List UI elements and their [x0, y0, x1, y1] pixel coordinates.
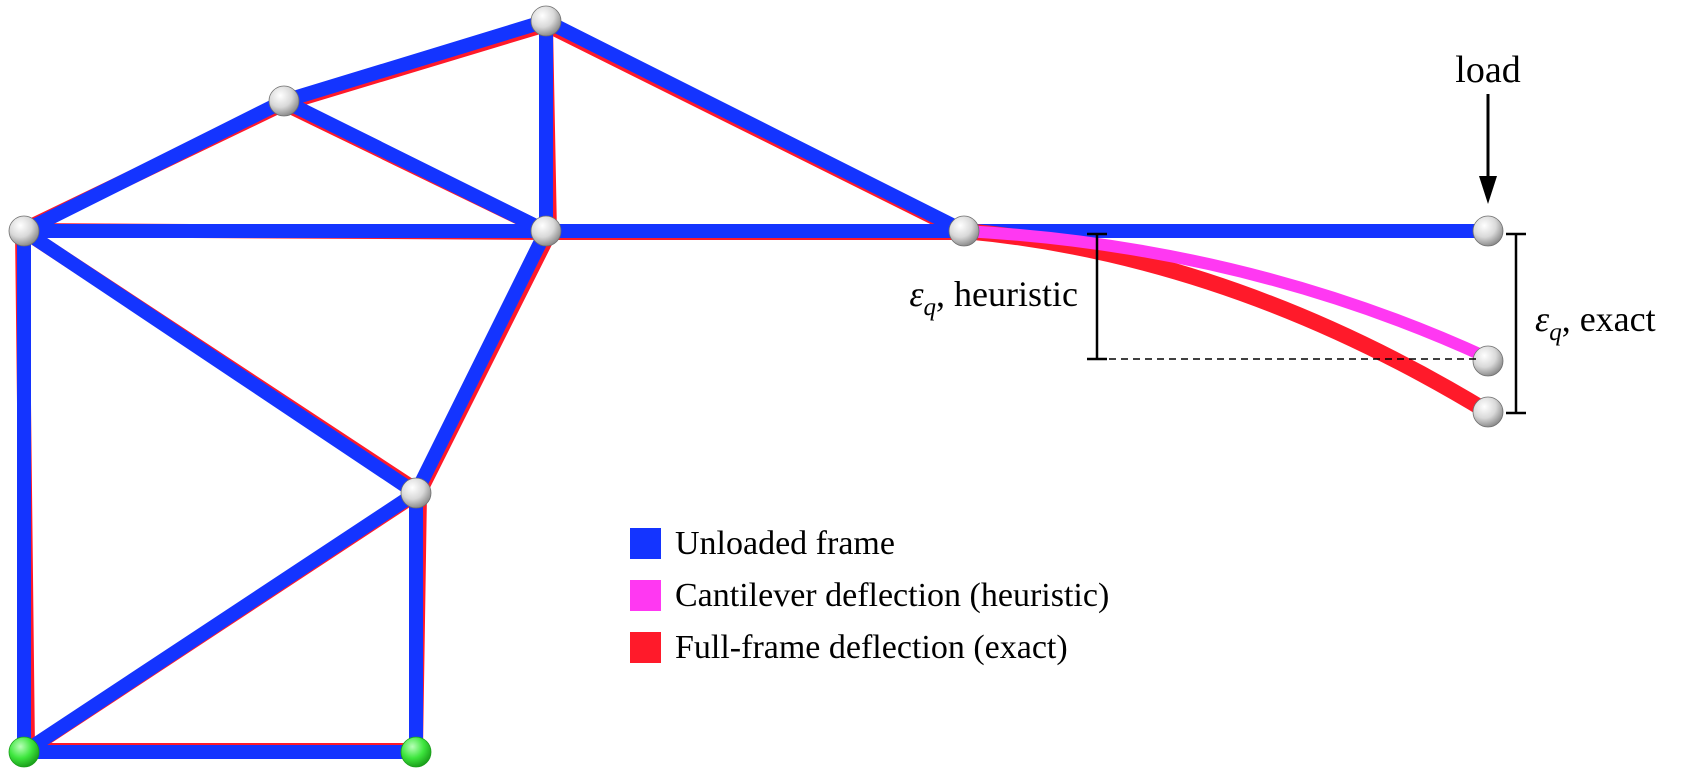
legend-swatch-unloaded — [630, 528, 661, 559]
load-label: load — [1455, 49, 1520, 91]
support-node-icon — [400, 736, 432, 768]
arrow-down-icon — [1479, 94, 1497, 204]
sphere-icon — [530, 215, 562, 247]
heuristic-dimension — [1087, 232, 1480, 361]
unloaded-member — [409, 224, 553, 500]
unloaded-member — [539, 14, 971, 238]
sphere-icon — [948, 215, 980, 247]
support-node-icon — [8, 736, 40, 768]
unloaded-member — [277, 94, 553, 238]
sphere-icon — [400, 477, 432, 509]
legend-swatch-exact — [630, 632, 661, 663]
sphere-icon — [1472, 215, 1504, 247]
frame-nodes — [8, 5, 1504, 768]
sphere-icon — [1472, 345, 1504, 377]
heuristic-deflection-curve — [958, 225, 1494, 364]
legend-label-unloaded: Unloaded frame — [675, 525, 895, 562]
sphere-icon — [8, 215, 40, 247]
unloaded-member — [17, 486, 423, 759]
legend: Unloaded frame Cantilever deflection (he… — [630, 525, 1109, 666]
sphere-icon — [268, 85, 300, 117]
legend-swatch-heuristic — [630, 580, 661, 611]
unloaded-member — [17, 224, 423, 500]
unloaded-member — [17, 94, 291, 238]
unloaded-member — [277, 14, 553, 108]
sphere-icon — [1472, 396, 1504, 428]
unloaded-frame — [17, 14, 1495, 759]
exact-epsilon-label: εq, exact — [1535, 299, 1656, 346]
legend-label-heuristic: Cantilever deflection (heuristic) — [675, 577, 1109, 614]
legend-label-exact: Full-frame deflection (exact) — [675, 629, 1068, 666]
sphere-icon — [530, 5, 562, 37]
heuristic-epsilon-label: εq, heuristic — [909, 274, 1078, 321]
exact-dimension — [1506, 232, 1526, 415]
